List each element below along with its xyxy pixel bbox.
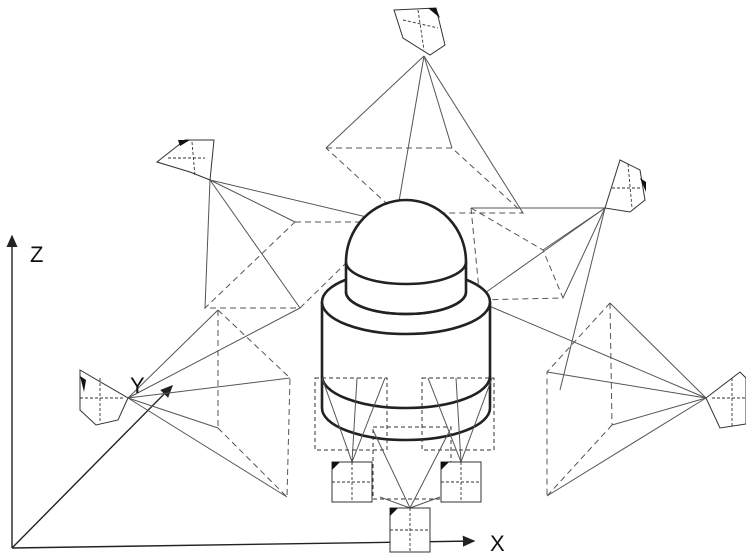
left-camera [80, 370, 128, 425]
bottom-camera-left [332, 462, 372, 502]
bottom-camera-right [441, 462, 481, 502]
right-camera [706, 372, 746, 428]
upper-right-camera [605, 160, 646, 212]
upper-left-camera [157, 140, 214, 180]
left-camera-frustum [128, 308, 300, 497]
central-object [322, 200, 490, 440]
right-camera-frustum [475, 300, 706, 496]
z-axis-label: Z [30, 244, 43, 266]
bottom-camera-center [390, 508, 430, 552]
top-camera [394, 8, 445, 55]
x-axis-label: X [490, 533, 505, 554]
y-axis-label: Y [130, 375, 145, 397]
top-camera-frustum [326, 56, 523, 213]
